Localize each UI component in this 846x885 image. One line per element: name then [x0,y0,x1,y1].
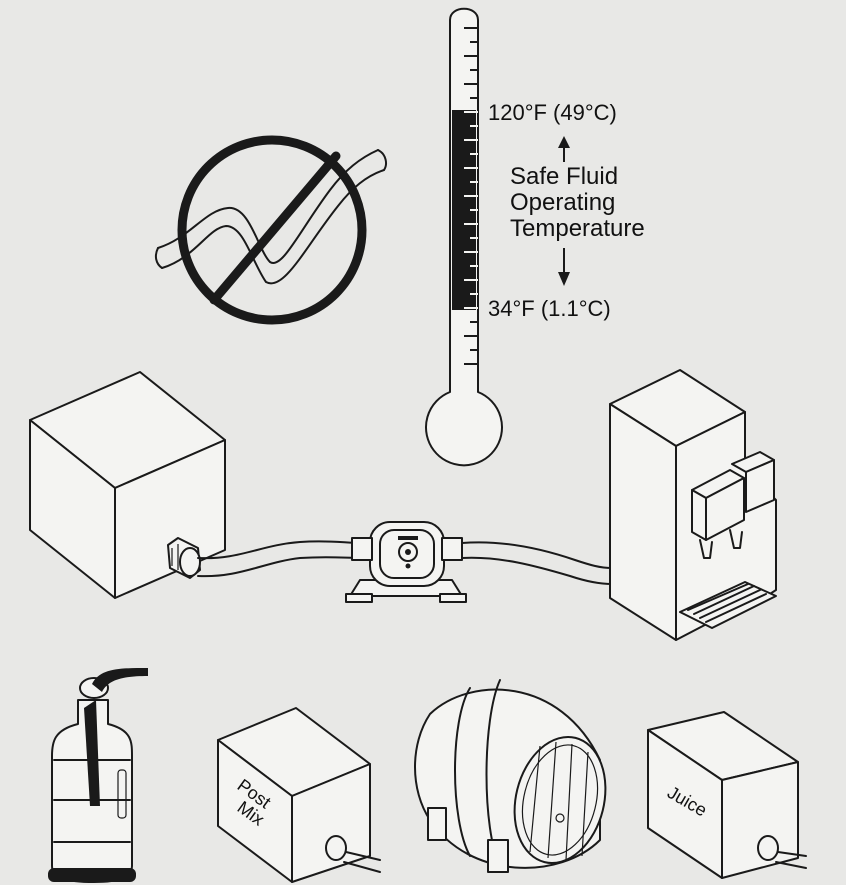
water-bottle-icon [48,668,148,883]
post-mix-fitting-icon [325,835,381,873]
tubing [197,540,613,585]
bag-in-box-icon [29,371,226,599]
upper-temp-label: 120°F (49°C) [488,100,617,125]
no-kinked-hose-icon [154,135,387,325]
pump-icon [345,521,467,603]
beverage-dispenser-icon [609,369,777,641]
thermometer-ticks [464,27,478,365]
juice-fitting-icon [757,835,807,869]
range-label-line-2: Operating [510,189,615,216]
post-mix-box-icon [217,707,381,883]
range-label-line-3: Temperature [510,215,645,242]
down-arrow-icon [558,248,570,286]
thermometer-icon [425,7,503,467]
lower-temp-label: 34°F (1.1°C) [488,296,611,321]
range-label-line-1: Safe Fluid [510,163,618,190]
box-fitting-icon [167,537,201,579]
up-arrow-icon [558,136,570,162]
juice-box-icon [647,711,807,879]
barrel-icon [414,679,607,873]
